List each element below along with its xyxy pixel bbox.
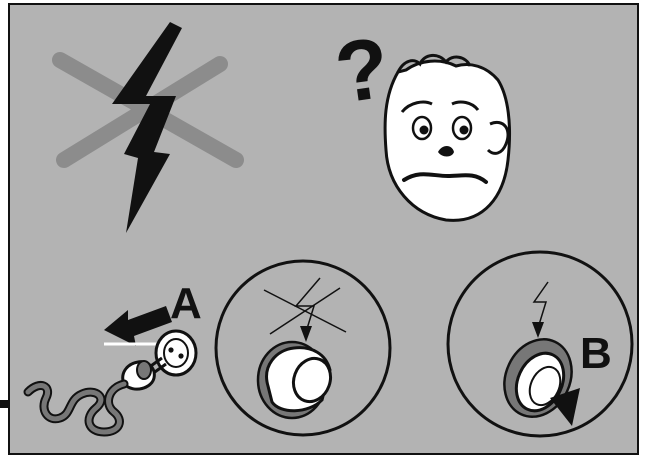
no-power-button-scene [216,261,390,435]
press-button-scene: B [448,252,632,436]
ear [488,122,508,153]
button-label-b: B [580,329,612,378]
plug-label-a: A [170,279,202,328]
panel-edge-tab [0,400,9,408]
right-pupil [460,126,469,135]
left-pupil [420,126,429,135]
